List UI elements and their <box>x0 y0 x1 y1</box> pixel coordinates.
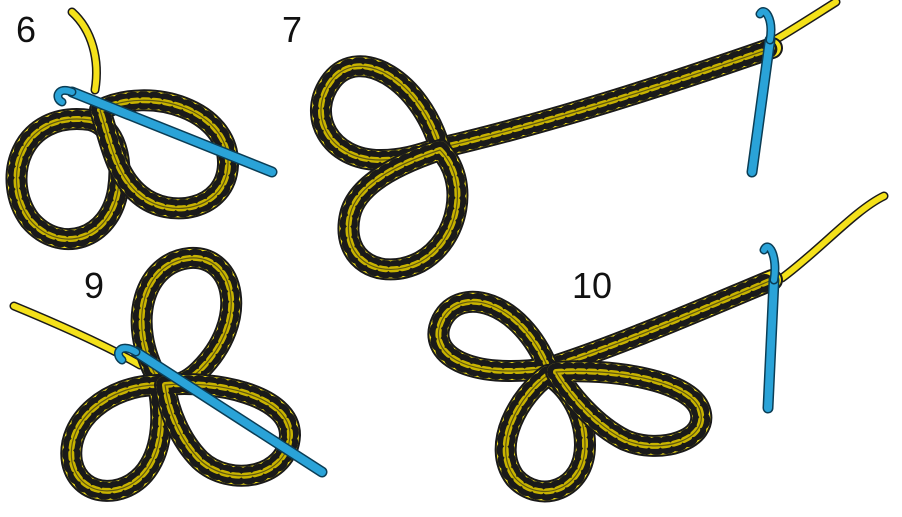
step-7-panel: 7 <box>282 2 836 269</box>
step-6-panel: 6 <box>16 9 272 239</box>
step-9-panel: 9 <box>14 258 322 491</box>
step-7-crochet-hook <box>752 12 771 172</box>
step-10-yarn-tail <box>782 196 884 278</box>
step-9-label: 9 <box>84 265 104 306</box>
step-6-label: 6 <box>16 9 36 50</box>
step-10-label: 10 <box>572 265 612 306</box>
step-7-yarn-tail <box>775 2 836 40</box>
step-7-label: 7 <box>282 9 302 50</box>
step-10-panel: 10 <box>438 196 884 491</box>
